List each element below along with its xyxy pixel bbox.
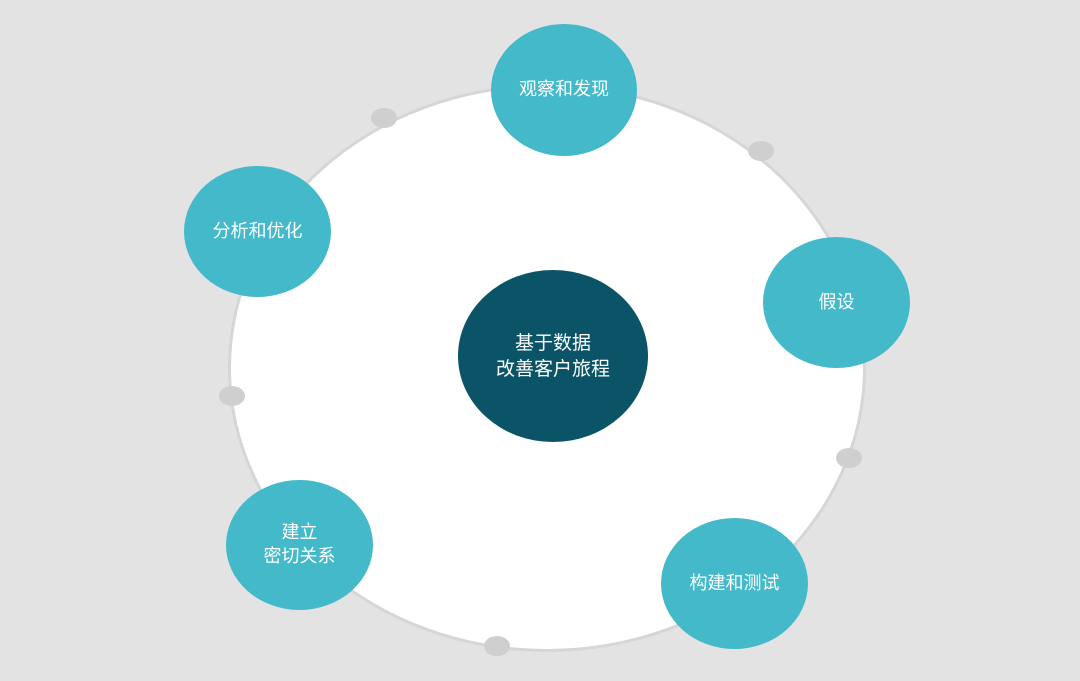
node-relationship-line1: 建立 [281,522,318,543]
node-observe: 观察和发现 [491,24,637,156]
center-node-line2: 改善客户旅程 [495,358,610,380]
connector-dot [836,448,862,468]
node-build-test-label: 构建和测试 [689,572,780,594]
node-hypothesis-label: 假设 [818,291,855,313]
center-node-line1: 基于数据 [514,332,591,354]
node-observe-label: 观察和发现 [519,79,609,100]
node-analyze-label: 分析和优化 [212,220,303,242]
node-relationship: 建立 密切关系 [226,480,373,610]
connector-dot [371,108,397,128]
node-relationship-line2: 密切关系 [263,546,336,567]
connector-dot [484,636,510,656]
node-hypothesis: 假设 [763,237,910,368]
node-build-test: 构建和测试 [661,518,808,649]
node-analyze: 分析和优化 [184,166,331,297]
connector-dot [219,386,245,406]
connector-dot [748,141,774,161]
center-node: 基于数据 改善客户旅程 [458,270,648,442]
